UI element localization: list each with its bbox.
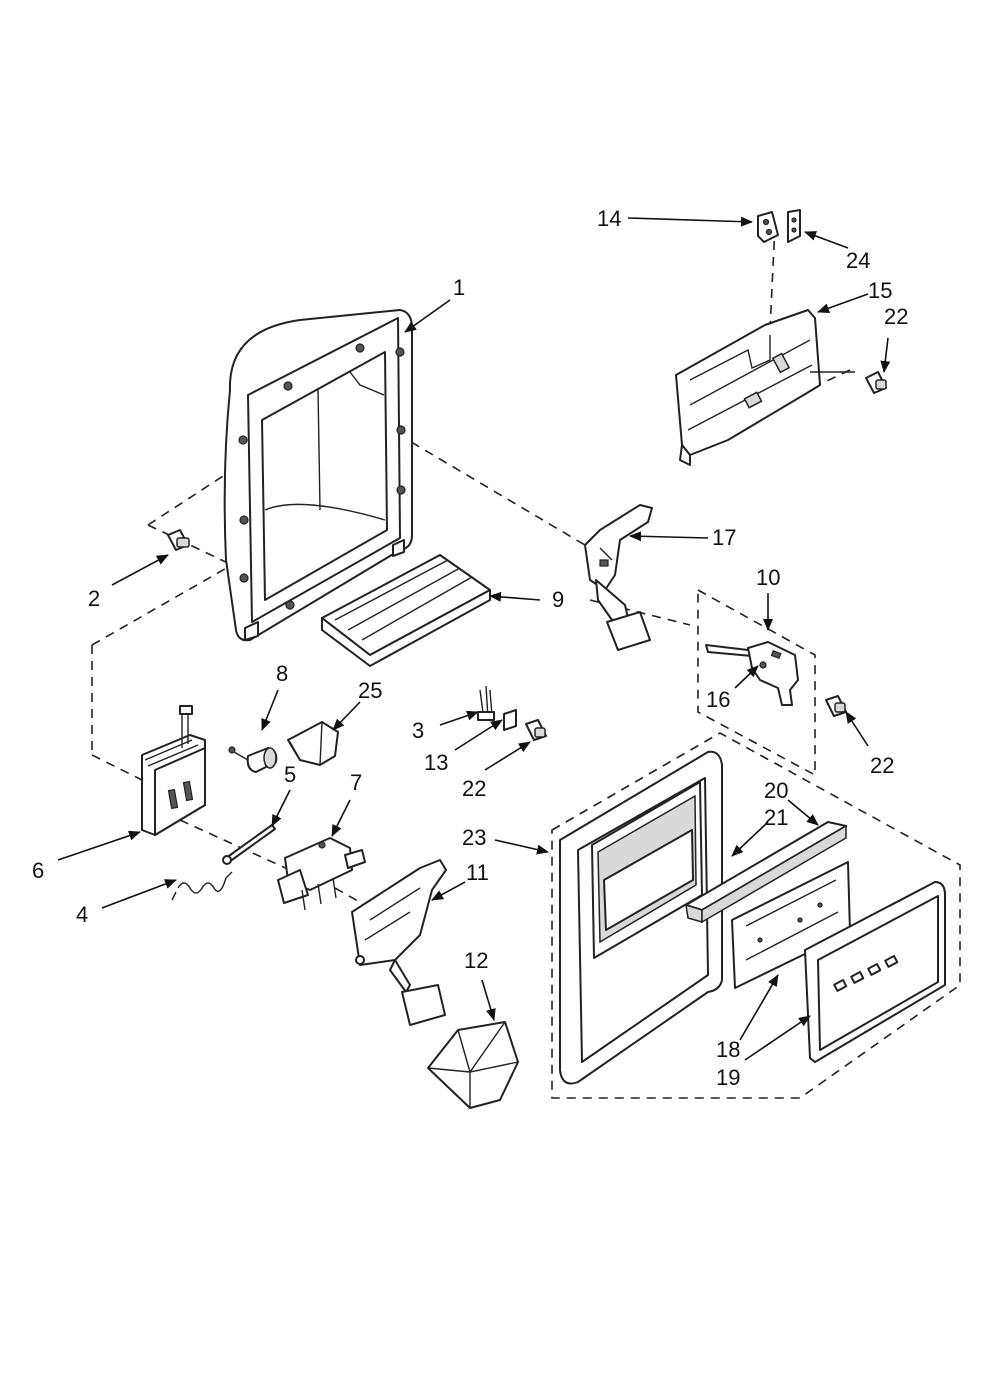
callout-10: 10 <box>756 565 780 590</box>
part-12-chute <box>427 1021 519 1109</box>
callout-3: 3 <box>412 718 424 743</box>
callout-13: 13 <box>424 750 448 775</box>
part-5-pin <box>222 824 276 865</box>
callout-21: 21 <box>764 805 788 830</box>
callout-11: 11 <box>466 860 489 885</box>
callout-7: 7 <box>350 770 362 795</box>
callout-9: 9 <box>552 587 564 612</box>
part-13-clip <box>503 709 517 731</box>
callout-1: 1 <box>453 275 465 300</box>
part-8-solenoid <box>228 746 278 773</box>
callout-22-right: 22 <box>870 753 894 778</box>
part-15-switch-bracket <box>675 309 855 466</box>
callout-23: 23 <box>462 825 486 850</box>
callout-labels: 1 2 3 4 5 6 7 8 9 10 11 12 13 14 15 16 1… <box>32 206 908 1090</box>
callout-leaders <box>57 216 891 1061</box>
part-25-cover <box>287 721 339 766</box>
part-22-screw-center <box>525 719 547 741</box>
callout-24: 24 <box>846 248 870 273</box>
callout-5: 5 <box>284 762 296 787</box>
callout-20: 20 <box>764 778 788 803</box>
part-1-housing <box>223 309 413 642</box>
part-22-screw-top <box>865 371 887 394</box>
callout-16: 16 <box>706 687 730 712</box>
part-22-screw-mid-right <box>825 695 847 717</box>
part-20-21-trim <box>685 821 847 924</box>
callout-14: 14 <box>597 206 621 231</box>
part-6-switch-block <box>91 645 206 836</box>
callout-25: 25 <box>358 678 382 703</box>
part-11-ice-paddle <box>351 859 447 1026</box>
callout-19: 19 <box>716 1065 740 1090</box>
part-23-front-frame <box>559 750 723 1085</box>
part-3-spring <box>477 685 495 721</box>
part-24-insulator <box>787 209 801 243</box>
callout-8: 8 <box>276 661 288 686</box>
part-14-switch <box>757 211 779 243</box>
callout-4: 4 <box>76 902 88 927</box>
callout-18: 18 <box>716 1037 740 1062</box>
part-4-spring <box>171 871 233 901</box>
callout-12: 12 <box>464 948 488 973</box>
part-19-front-panel <box>804 881 946 1063</box>
callout-15: 15 <box>868 278 892 303</box>
callout-2: 2 <box>88 586 100 611</box>
part-2-screw <box>167 529 190 551</box>
part-7-actuator <box>277 837 366 911</box>
callout-17: 17 <box>712 525 736 550</box>
part-17-lever <box>584 504 653 651</box>
callout-22-center: 22 <box>462 776 486 801</box>
callout-22-top: 22 <box>884 304 908 329</box>
callout-6: 6 <box>32 858 44 883</box>
